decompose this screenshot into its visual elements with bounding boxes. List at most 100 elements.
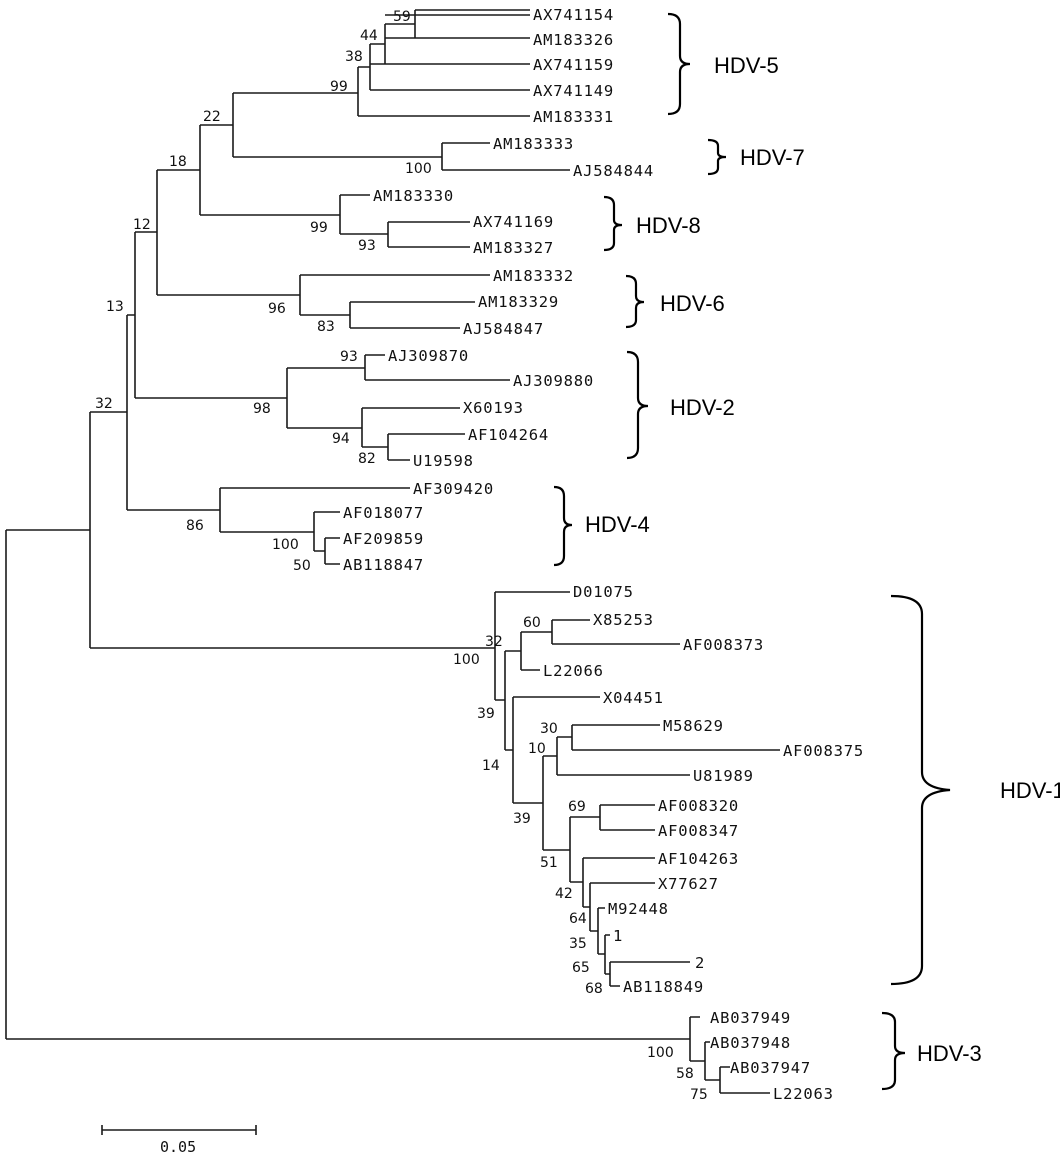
- leaf-label: X60193: [463, 399, 524, 417]
- bootstrap-value: 50: [293, 558, 311, 574]
- bootstrap-value: 10: [528, 741, 546, 757]
- leaf-label: AJ584847: [463, 320, 544, 338]
- clade-label: HDV-2: [670, 395, 735, 420]
- leaf-label: AM183330: [373, 187, 454, 205]
- clade-label: HDV-1: [1000, 778, 1060, 803]
- bootstrap-value: 94: [332, 431, 350, 447]
- bootstrap-value: 59: [393, 9, 411, 25]
- bootstrap-value: 100: [647, 1045, 674, 1061]
- leaf-label: AF008320: [658, 797, 739, 815]
- bootstrap-value: 100: [405, 161, 432, 177]
- bootstrap-value: 86: [186, 518, 204, 534]
- leaf-label: AJ309880: [513, 372, 594, 390]
- clade-label: HDV-4: [585, 512, 650, 537]
- leaf-label: AB037947: [730, 1059, 811, 1077]
- bootstrap-value: 22: [203, 109, 221, 125]
- clade-bracket: [890, 594, 951, 986]
- leaf-label: AF104264: [468, 426, 549, 444]
- leaf-label: AF018077: [343, 504, 424, 522]
- clade-bracket: [667, 12, 691, 116]
- leaf-label: X77627: [658, 875, 719, 893]
- clade-label: HDV-3: [917, 1041, 982, 1066]
- leaf-label: AM183332: [493, 267, 574, 285]
- bootstrap-value: 32: [485, 634, 503, 650]
- branch: [126, 314, 410, 565]
- scale-bar: 0.05: [101, 1125, 257, 1156]
- leaf-label: AM183327: [473, 239, 554, 257]
- leaf-label: AJ584844: [573, 162, 654, 180]
- bootstrap-values: 59 44 38 99 22 100 18 99 93 12 96 83 13 …: [95, 9, 708, 1103]
- bootstrap-value: 18: [169, 154, 187, 170]
- bootstrap-value: 38: [345, 49, 363, 65]
- leaf-label: D01075: [573, 583, 634, 601]
- leaf-label: X85253: [593, 611, 654, 629]
- bootstrap-value: 39: [477, 706, 495, 722]
- bootstrap-value: 42: [555, 886, 573, 902]
- leaf-label: AM183326: [533, 31, 614, 49]
- leaf-label: AF309420: [413, 480, 494, 498]
- leaf-label: X04451: [603, 689, 664, 707]
- leaf-label: AF008375: [783, 742, 864, 760]
- clade-label: HDV-5: [714, 53, 779, 78]
- scale-bar-label: 0.05: [160, 1138, 196, 1156]
- branch: [134, 231, 510, 461]
- scale-bar-line: [101, 1125, 257, 1135]
- clade-label: HDV-8: [636, 213, 701, 238]
- leaf-label: AF104263: [658, 850, 739, 868]
- branch: [5, 529, 770, 1094]
- bootstrap-value: 69: [568, 799, 586, 815]
- bootstrap-value: 98: [253, 401, 271, 417]
- leaf-label: U19598: [413, 452, 474, 470]
- bootstrap-value: 44: [360, 28, 378, 44]
- bootstrap-value: 51: [540, 855, 558, 871]
- leaf-label: M58629: [663, 717, 724, 735]
- leaf-label: 1: [613, 927, 623, 945]
- bootstrap-value: 32: [95, 396, 113, 412]
- bootstrap-value: 82: [358, 451, 376, 467]
- leaf-label: AB118849: [623, 978, 704, 996]
- bootstrap-value: 60: [523, 615, 541, 631]
- clade-bracket: [625, 274, 645, 329]
- branch: [89, 411, 780, 987]
- leaf-label: M92448: [608, 900, 669, 918]
- leaf-label: AX741154: [533, 6, 614, 24]
- clade-bracket: [626, 350, 649, 460]
- tree-branches: [5, 9, 780, 1094]
- leaf-label: 2: [695, 954, 705, 972]
- leaf-label: AX741159: [533, 56, 614, 74]
- leaf-label: AM183331: [533, 108, 614, 126]
- bootstrap-value: 30: [540, 721, 558, 737]
- leaf-label: L22066: [543, 662, 604, 680]
- leaf-label: L22063: [773, 1085, 834, 1103]
- leaf-label: AB118847: [343, 556, 424, 574]
- clade-bracket: [707, 138, 727, 176]
- leaf-label: AX741169: [473, 213, 554, 231]
- bootstrap-value: 64: [569, 911, 587, 927]
- branch: [232, 9, 570, 171]
- leaf-label: AF209859: [343, 530, 424, 548]
- bootstrap-value: 65: [572, 960, 590, 976]
- bootstrap-value: 35: [569, 936, 587, 952]
- leaf-label: AX741149: [533, 82, 614, 100]
- bootstrap-value: 83: [317, 319, 335, 335]
- bootstrap-value: 75: [690, 1087, 708, 1103]
- bootstrap-value: 96: [268, 301, 286, 317]
- bootstrap-value: 93: [358, 238, 376, 254]
- leaf-label: AF008373: [683, 636, 764, 654]
- leaf-label: AB037949: [710, 1009, 791, 1027]
- clade-label: HDV-6: [660, 291, 725, 316]
- bootstrap-value: 68: [585, 981, 603, 997]
- bootstrap-value: 12: [133, 217, 151, 233]
- bootstrap-value: 99: [310, 220, 328, 236]
- leaf-label: AJ309870: [388, 347, 469, 365]
- bootstrap-value: 100: [272, 537, 299, 553]
- leaf-labels: AX741154 AM183326 AX741159 AX741149 AM18…: [343, 6, 864, 1103]
- bootstrap-value: 14: [482, 758, 500, 774]
- bootstrap-value: 39: [513, 811, 531, 827]
- leaf-label: AB037948: [710, 1034, 791, 1052]
- clade-label: HDV-7: [740, 145, 805, 170]
- bootstrap-value: 93: [340, 349, 358, 365]
- leaf-label: AM183329: [478, 293, 559, 311]
- clade-annotations: HDV-5 HDV-7 HDV-8 HDV-6 HDV-2 HDV-4 HDV-…: [553, 12, 1060, 1091]
